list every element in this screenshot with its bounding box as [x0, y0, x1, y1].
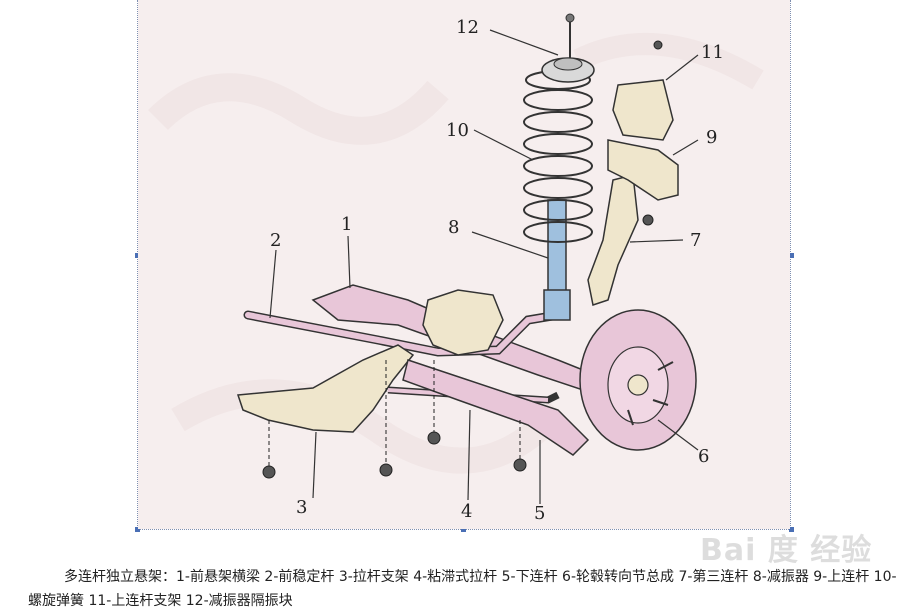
third-link — [587, 174, 639, 306]
resize-handle-left[interactable] — [135, 253, 140, 258]
strut-bracket — [236, 344, 415, 433]
mounting-bolts — [262, 40, 663, 479]
leader-lines — [269, 29, 699, 504]
coil-spring — [523, 70, 593, 243]
resize-handle-right[interactable] — [789, 253, 794, 258]
callout-8: 8 — [448, 217, 459, 238]
callout-2: 2 — [270, 230, 281, 251]
shock-isolator — [541, 13, 595, 83]
callout-5: 5 — [534, 503, 545, 524]
callout-4: 4 — [461, 501, 472, 522]
resize-handle-bottom-left[interactable] — [135, 527, 140, 532]
resize-handle-bottom-right[interactable] — [789, 527, 794, 532]
hub-knuckle-assembly — [579, 309, 697, 451]
upper-link-bracket — [612, 79, 674, 141]
callout-10: 10 — [446, 120, 469, 141]
callout-11: 11 — [701, 42, 724, 63]
baidu-watermark: Bai 度 经验 — [700, 533, 873, 568]
callout-7: 7 — [690, 230, 701, 251]
resize-handle-bottom[interactable] — [461, 527, 466, 532]
callout-1: 1 — [341, 214, 352, 235]
suspension-diagram: 1 2 3 4 5 6 7 8 9 10 11 12 — [138, 0, 790, 529]
callout-3: 3 — [296, 497, 307, 518]
shock-absorber — [543, 199, 571, 321]
center-block — [422, 289, 504, 356]
upper-link — [607, 139, 679, 201]
figure-caption: 多连杆独立悬架：1-前悬架横梁 2-前稳定杆 3-拉杆支架 4-粘滞式拉杆 5-… — [28, 569, 897, 609]
callout-9: 9 — [706, 127, 717, 148]
callout-12: 12 — [456, 17, 479, 38]
lower-link — [402, 359, 590, 456]
callout-6: 6 — [698, 446, 709, 467]
diagram-background — [138, 0, 790, 529]
